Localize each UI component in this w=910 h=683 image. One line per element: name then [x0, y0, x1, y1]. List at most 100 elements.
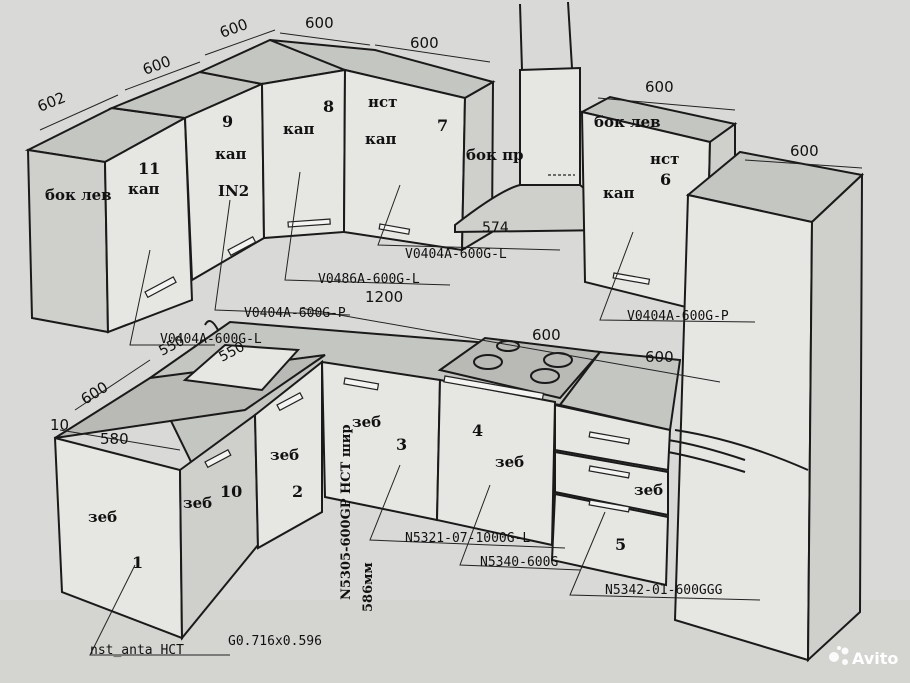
label-num-1: 1: [132, 553, 143, 572]
code-v0486a: V0486A-600G-L: [318, 272, 420, 287]
cabinet-8-handle: [287, 218, 331, 228]
code-v0404a-l-top: V0404A-600G-L: [405, 247, 507, 262]
oven-handle: [443, 375, 545, 400]
code-v0404a-p-mid: V0404A-600G-P: [244, 306, 346, 321]
dim-line-602: [39, 94, 119, 131]
dim-10: 10: [50, 416, 69, 434]
label-num-11: 11: [138, 159, 160, 178]
cabinet-7-handle: [378, 223, 411, 235]
label-zeb-3: зеб: [352, 413, 381, 431]
hob-burner-2: [496, 340, 520, 352]
code-g0716: G0.716x0.596: [228, 634, 322, 649]
cabinet-11-handle: [144, 276, 177, 299]
code-v0404a-p-right: V0404A-600G-P: [627, 309, 729, 324]
cabinet-2-front: [253, 359, 323, 550]
fridge-door-split: [674, 429, 809, 471]
sink-faucet: [204, 320, 219, 331]
label-num-6: 6: [660, 170, 671, 189]
dim-line-1200: [299, 307, 721, 383]
cabinet-6-handle: [612, 272, 651, 285]
label-nst-6: нст: [650, 150, 679, 168]
label-num-3: 3: [396, 435, 407, 454]
leader-v0486a: [284, 171, 451, 286]
dim-600-d: 600: [410, 34, 439, 52]
dim-1200: 1200: [365, 288, 403, 306]
leader-n5340: [459, 484, 581, 571]
avito-dot-4: [837, 646, 841, 650]
dim-line-600b: [204, 29, 276, 56]
fridge-side: [806, 172, 864, 663]
dim-600-f: 600: [790, 142, 819, 160]
label-num-5: 5: [615, 535, 626, 554]
label-num-4: 4: [472, 421, 483, 440]
dim-580: 580: [100, 430, 129, 448]
label-zeb-1: зеб: [88, 508, 117, 526]
leader-nst-anta: [89, 564, 230, 656]
drawer-handle-1: [588, 431, 631, 445]
leader-n5321: [369, 464, 566, 549]
drawer-handle-2: [588, 465, 631, 479]
label-bok-lev-right: бок лев: [594, 113, 661, 131]
leader-n5342: [569, 511, 761, 601]
code-n5305: N5305-600GP НСТ шир: [339, 424, 354, 600]
label-nst-7: нст: [368, 93, 397, 111]
label-zeb-10: зеб: [183, 494, 212, 512]
code-586mm: 586мм: [361, 562, 376, 612]
code-n5321: N5321-07-1000G-L: [405, 531, 530, 546]
fridge-handle: [667, 439, 746, 473]
label-num-2: 2: [292, 482, 303, 501]
drawer-handle-3: [588, 499, 631, 513]
dim-600-c: 600: [305, 14, 334, 32]
leader-v0404a-l-top: [377, 184, 561, 251]
label-zeb-4: зеб: [495, 453, 524, 471]
dim-line-600c: [279, 32, 371, 46]
label-kap-9: кап: [215, 145, 247, 163]
cabinet-3-handle: [343, 377, 380, 391]
dim-line-600e: [597, 97, 736, 111]
cabinet-10-handle: [204, 448, 232, 469]
leader-v0404a-p-right: [599, 231, 756, 323]
cabinet-11-side: [26, 148, 110, 334]
code-nst-anta: nst_anta НСТ: [90, 643, 184, 658]
label-zeb-5: зеб: [634, 481, 663, 499]
code-n5342: N5342-01-600GGG: [605, 583, 723, 598]
label-kap-6: кап: [603, 184, 635, 202]
avito-watermark: Avito: [829, 646, 898, 668]
leader-v0404a-l-bottom: [129, 249, 215, 346]
label-num-7: 7: [437, 116, 448, 135]
dim-line-600d: [374, 44, 491, 63]
hob-burner-1: [473, 354, 503, 370]
dim-600-h: 600: [645, 348, 674, 366]
label-kap-7: кап: [365, 130, 397, 148]
label-bok-lev-left: бок лев: [45, 186, 112, 204]
dim-600-e: 600: [645, 78, 674, 96]
cabinet-9-handle: [227, 236, 257, 257]
code-n5340: N5340-600G: [480, 555, 558, 570]
label-bok-pr: бок пр: [466, 146, 524, 164]
drawer-5-bottom: [550, 492, 670, 587]
dim-line-600a: [124, 61, 201, 91]
label-kap-8: кап: [283, 120, 315, 138]
dim-line-600-left: [74, 359, 151, 411]
drawer-5-middle: [554, 450, 669, 517]
label-zeb-2: зеб: [270, 446, 299, 464]
code-v0404a-l-bottom: V0404A-600G-L: [160, 332, 262, 347]
label-in2: IN2: [218, 182, 249, 200]
dim-line-580: [59, 429, 181, 451]
cabinet-8-front: [260, 68, 347, 240]
hood-chimney-top: [519, 1, 573, 71]
label-num-9: 9: [222, 112, 233, 131]
hob-burner-4: [530, 368, 560, 384]
label-num-8: 8: [323, 97, 334, 116]
dim-574: 574: [482, 220, 509, 236]
avito-text: Avito: [852, 649, 898, 668]
avito-dot-3: [842, 659, 848, 665]
leader-v0404a-p-mid: [214, 199, 351, 316]
label-num-10: 10: [220, 482, 242, 501]
dim-600-g: 600: [532, 326, 561, 344]
sink-basin: [182, 343, 301, 392]
cabinet-7-front: [342, 68, 467, 252]
avito-dot-1: [829, 652, 839, 662]
